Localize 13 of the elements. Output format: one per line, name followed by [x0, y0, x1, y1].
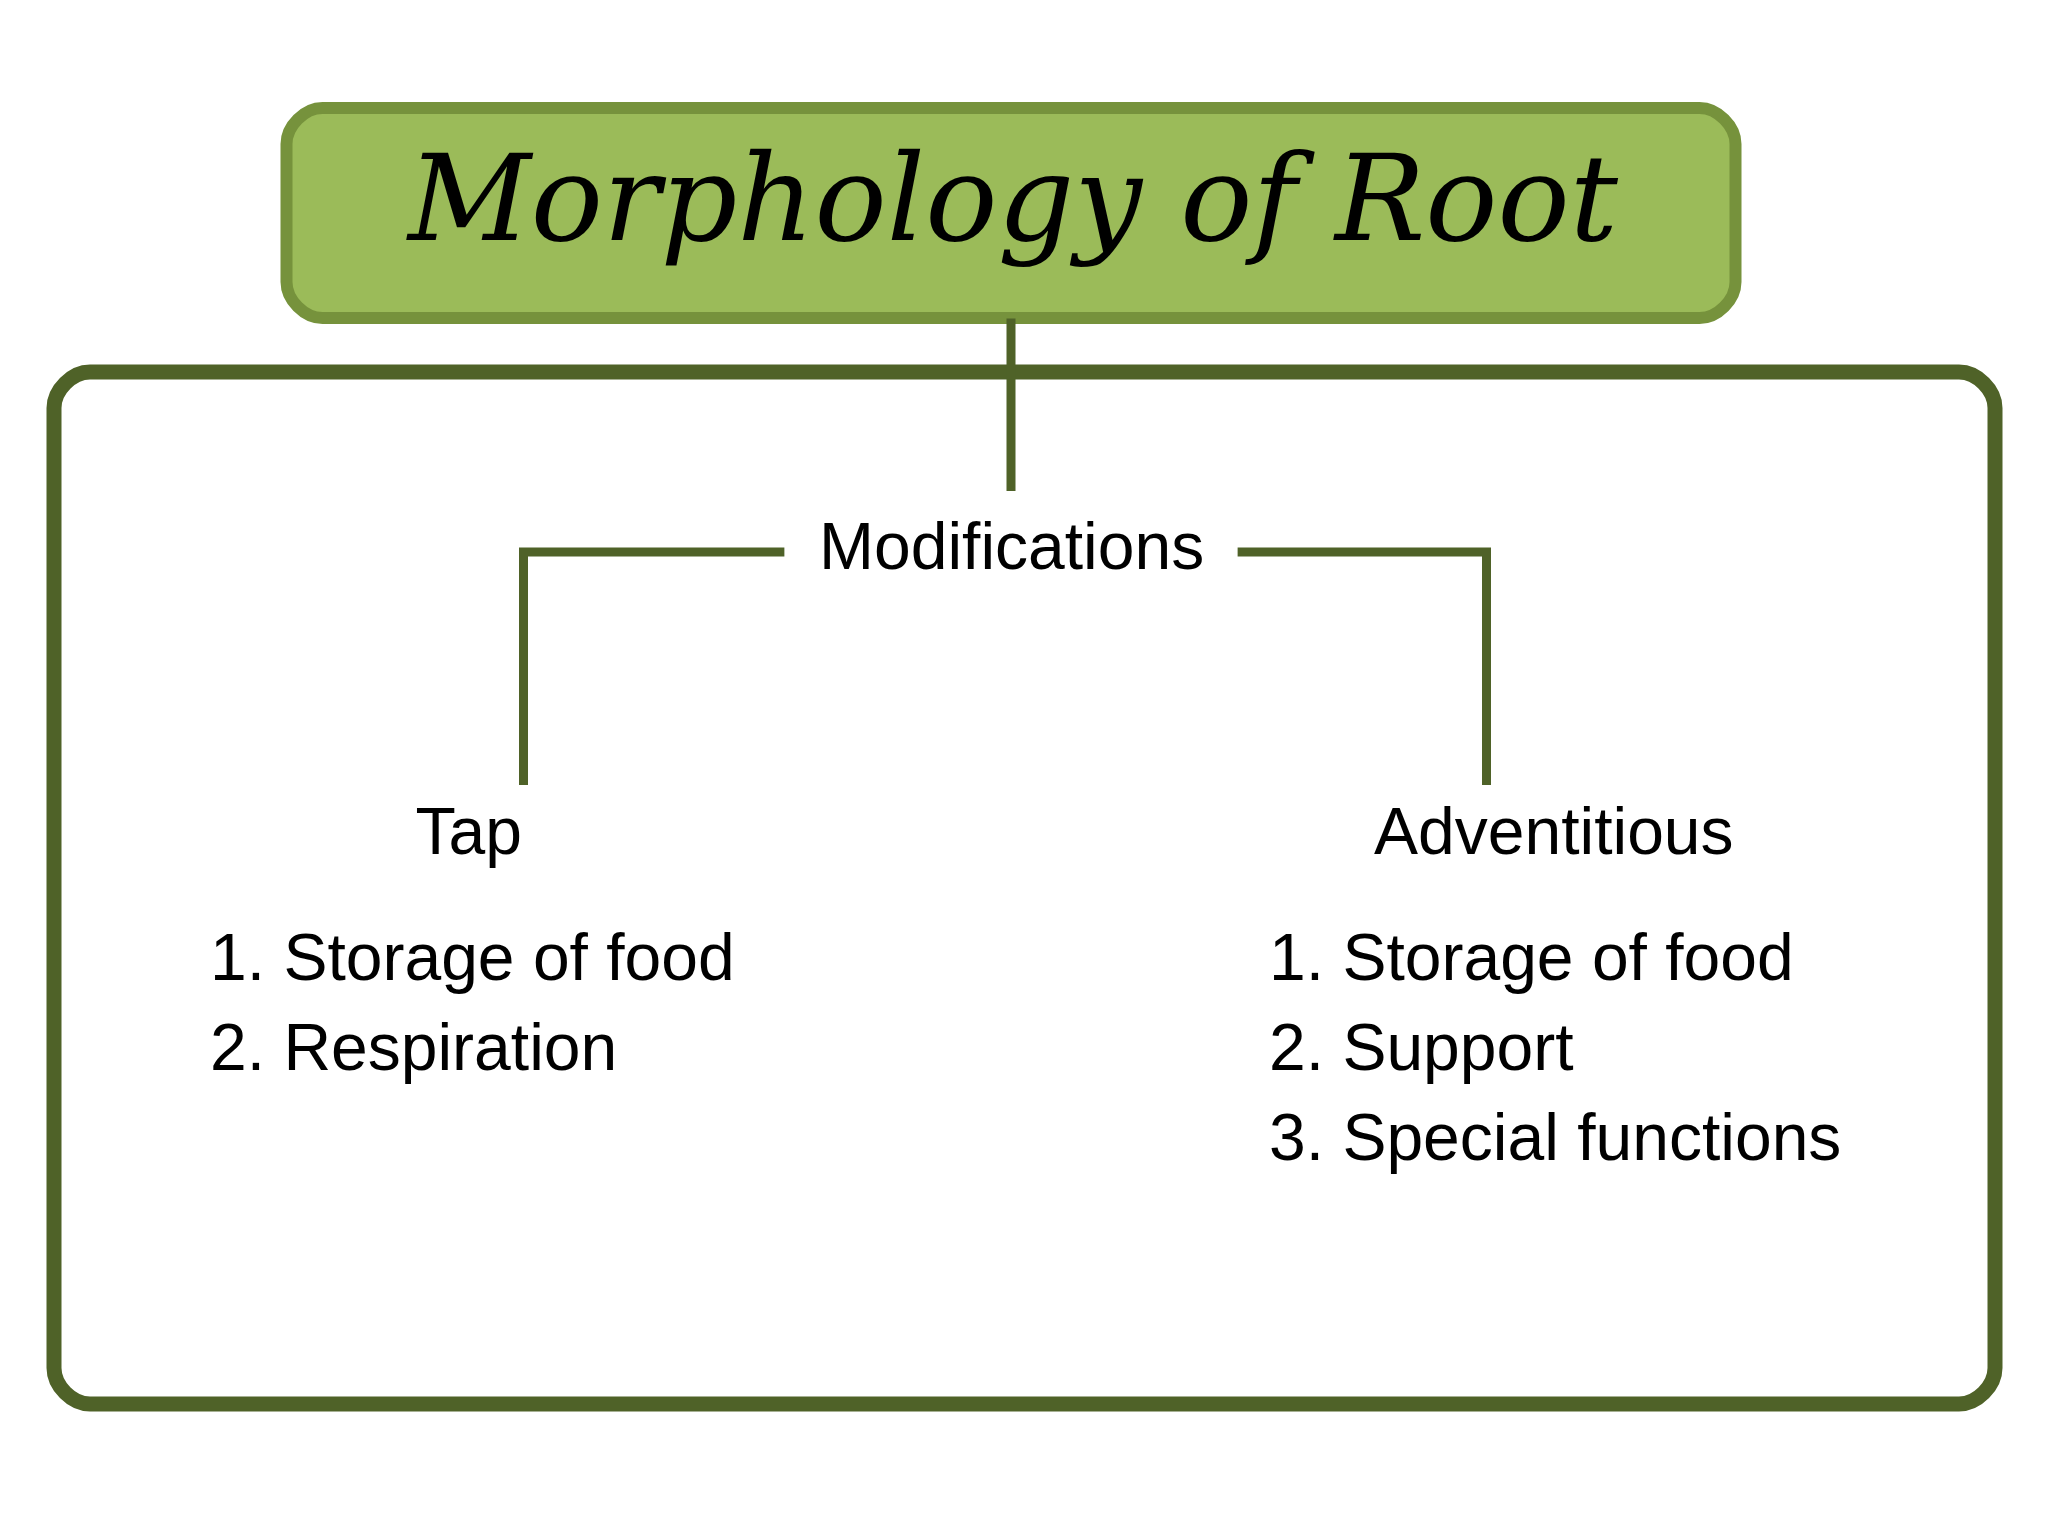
- node-label: 2. Support: [1268, 1009, 1574, 1084]
- node-text: Modifications: [818, 508, 1204, 583]
- node-label: 1. Storage of food: [209, 919, 735, 994]
- connector: [1006, 318, 1015, 492]
- cluster: [46, 364, 2002, 1412]
- node-label: 2. Respiration: [209, 1009, 617, 1084]
- connector: [518, 547, 784, 785]
- node-text: Adventitious: [1373, 793, 1734, 868]
- node-label: 3. Special functions: [1268, 1099, 1841, 1174]
- node-box: Morphology of Root: [280, 102, 1741, 324]
- node-text: Tap: [415, 793, 522, 868]
- node-label: 1. Storage of food: [1268, 919, 1794, 994]
- connector: [1237, 547, 1491, 785]
